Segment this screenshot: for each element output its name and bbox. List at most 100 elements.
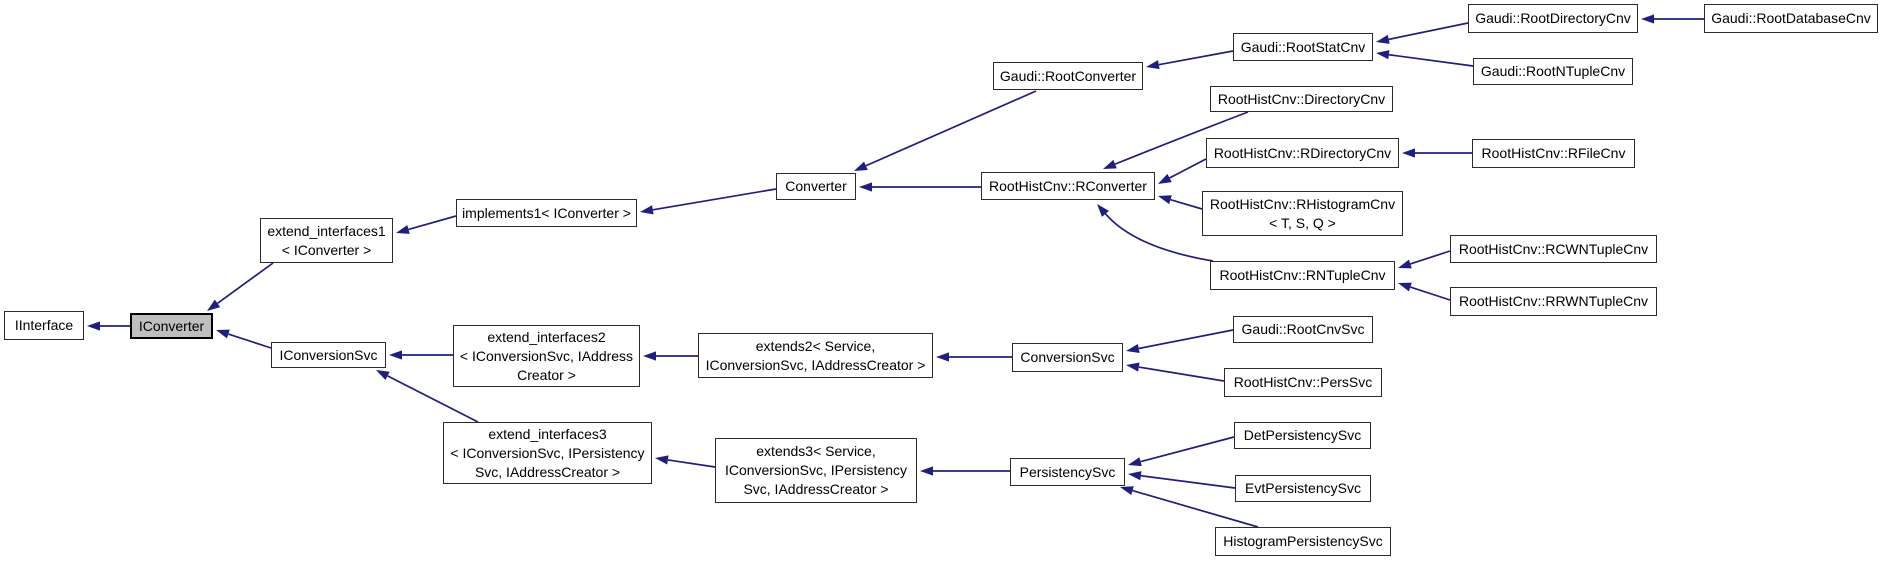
graph-node-label: RootHistCnv::RDirectoryCnv: [1213, 144, 1392, 161]
inheritance-edge-roothist-rrwntuplecnv-to-roothist-rntuplecnv: [1410, 286, 1451, 301]
graph-node-converter[interactable]: Converter: [776, 173, 856, 200]
inheritance-edge-gaudi-rootconverter-to-converter: [865, 90, 1037, 167]
graph-node-roothist-perssvc[interactable]: RootHistCnv::PersSvc: [1224, 368, 1382, 397]
graph-node-label: implements1< IConverter >: [462, 204, 631, 221]
graph-node-evtpersistencysvc[interactable]: EvtPersistencySvc: [1235, 475, 1371, 502]
graph-node-extends3[interactable]: extends3< Service, IConversionSvc, IPersi…: [715, 438, 917, 503]
graph-node-label: RootHistCnv::RConverter: [989, 177, 1147, 194]
graph-node-gaudi-rootcnvsvc[interactable]: Gaudi::RootCnvSvc: [1233, 316, 1373, 343]
arrowhead-icon: [1641, 14, 1654, 24]
graph-node-roothist-rdirectorycnv[interactable]: RootHistCnv::RDirectoryCnv: [1206, 138, 1399, 168]
graph-node-label: EvtPersistencySvc: [1245, 480, 1361, 496]
graph-node-label: IConverter: [138, 317, 205, 334]
arrowhead-icon: [1158, 173, 1172, 184]
graph-node-roothist-directorycnv[interactable]: RootHistCnv::DirectoryCnv: [1210, 86, 1393, 112]
graph-node-gaudi-rootdirectorycnv[interactable]: Gaudi::RootDirectoryCnv: [1468, 4, 1638, 33]
inheritance-edge-gaudi-rootcnvsvc-to-conversionsvc: [1138, 329, 1234, 350]
graph-node-histogrampersistencysvc[interactable]: HistogramPersistencySvc: [1215, 527, 1391, 556]
arrowhead-icon: [920, 466, 933, 476]
arrowhead-icon: [1158, 195, 1172, 205]
graph-node-label: Gaudi::RootDirectoryCnv: [1475, 10, 1631, 26]
arrowhead-icon: [1120, 486, 1134, 496]
arrowhead-icon: [1126, 343, 1140, 354]
graph-node-label: extend_interfaces2: [487, 328, 606, 345]
graph-node-roothist-rhistogramcnv[interactable]: RootHistCnv::RHistogramCnv< T, S, Q >: [1202, 191, 1403, 236]
arrowhead-icon: [87, 321, 100, 331]
graph-node-label: RootHistCnv::RCWNTupleCnv: [1458, 240, 1649, 257]
graph-node-label: Gaudi::RootDatabaseCnv: [1711, 10, 1871, 26]
graph-node-gaudi-rootntuplecnv[interactable]: Gaudi::RootNTupleCnv: [1473, 58, 1633, 85]
graph-node-extend-interfaces2[interactable]: extend_interfaces2< IConversionSvc, IAdd…: [453, 325, 640, 387]
graph-node-detpersistencysvc[interactable]: DetPersistencySvc: [1234, 422, 1371, 449]
inheritance-edge-converter-to-implements1: [652, 188, 777, 211]
graph-node-label: RootHistCnv::PersSvc: [1233, 374, 1373, 390]
graph-node-roothist-rrwntuplecnv[interactable]: RootHistCnv::RRWNTupleCnv: [1450, 287, 1657, 316]
graph-node-label: IInterface: [14, 317, 74, 333]
graph-node-label: Converter: [785, 178, 847, 194]
graph-node-label: RootHistCnv::RFileCnv: [1481, 145, 1626, 161]
graph-node-label: extends2< Service,: [755, 337, 876, 354]
arrowhead-icon: [643, 351, 656, 361]
arrowhead-icon: [655, 455, 669, 465]
inheritance-edge-roothist-rdirectorycnv-to-roothist-rconverter: [1169, 158, 1207, 179]
arrowhead-icon: [1376, 50, 1390, 60]
inheritance-edge-roothist-rntuplecnv-to-roothist-rconverter: [1104, 213, 1214, 262]
inheritance-edge-roothist-perssvc-to-conversionsvc: [1138, 366, 1225, 382]
arrowhead-icon: [376, 370, 390, 381]
graph-node-label: DetPersistencySvc: [1243, 427, 1362, 443]
graph-node-extend-interfaces3[interactable]: extend_interfaces3 < IConversionSvc, IPer…: [443, 422, 652, 484]
graph-node-extend-interfaces1[interactable]: extend_interfaces1< IConverter >: [260, 218, 393, 263]
inheritance-edge-extend-interfaces1-to-iconverter: [217, 262, 274, 305]
arrowhead-icon: [1097, 204, 1109, 217]
graph-node-roothist-rfilecnv[interactable]: RootHistCnv::RFileCnv: [1472, 139, 1635, 168]
graph-node-label: ConversionSvc: [1020, 349, 1115, 365]
inheritance-edge-roothist-rhistogramcnv-to-roothist-rconverter: [1170, 198, 1203, 210]
graph-node-gaudi-rootdatabasecnv[interactable]: Gaudi::RootDatabaseCnv: [1704, 4, 1878, 33]
graph-node-label: < IConverter >: [281, 241, 372, 258]
graph-node-implements1[interactable]: implements1< IConverter >: [456, 199, 637, 227]
graph-node-label: Gaudi::RootConverter: [999, 67, 1137, 84]
inheritance-edge-iconversionsvc-to-iconverter: [228, 333, 272, 349]
inheritance-edge-gaudi-rootdirectorycnv-to-gaudi-rootstatcnv: [1388, 22, 1469, 41]
graph-node-roothist-rntuplecnv[interactable]: RootHistCnv::RNTupleCnv: [1210, 261, 1395, 290]
arrowhead-icon: [640, 205, 654, 215]
graph-node-iconversionsvc[interactable]: IConversionSvc: [271, 342, 386, 368]
graph-node-gaudi-rootconverter[interactable]: Gaudi::RootConverter: [993, 62, 1143, 90]
arrowhead-icon: [859, 182, 872, 192]
graph-node-roothist-rcwntuplecnv[interactable]: RootHistCnv::RCWNTupleCnv: [1450, 235, 1657, 263]
graph-node-label: IConversionSvc, IPersistency: [724, 462, 908, 478]
graph-node-gaudi-rootstatcnv[interactable]: Gaudi::RootStatCnv: [1233, 33, 1373, 61]
arrowhead-icon: [389, 350, 402, 360]
graph-node-label: HistogramPersistencySvc: [1223, 533, 1383, 549]
arrowhead-icon: [216, 329, 230, 339]
graph-node-label: Gaudi::RootStatCnv: [1240, 38, 1366, 55]
graph-node-persistencysvc[interactable]: PersistencySvc: [1010, 458, 1125, 486]
graph-node-extends2[interactable]: extends2< Service, IConversionSvc, IAddre…: [698, 333, 933, 378]
graph-node-label: Svc, IAddressCreator >: [743, 481, 889, 497]
arrowhead-icon: [1376, 34, 1390, 44]
graph-node-label: < IConversionSvc, IPersistency: [450, 444, 645, 461]
arrowhead-icon: [936, 352, 949, 362]
graph-node-conversionsvc[interactable]: ConversionSvc: [1012, 343, 1123, 372]
graph-node-label: Creator >: [517, 366, 576, 383]
graph-node-label: RootHistCnv::RNTupleCnv: [1219, 267, 1386, 283]
arrowhead-icon: [1146, 60, 1160, 70]
arrowhead-icon: [1128, 471, 1142, 481]
graph-node-label: extend_interfaces3: [488, 425, 607, 442]
graph-node-label: extends3< Service,: [756, 443, 876, 459]
graph-node-label: IConversionSvc, IAddressCreator >: [705, 356, 926, 373]
inheritance-edge-gaudi-rootntuplecnv-to-gaudi-rootstatcnv: [1388, 53, 1474, 67]
graph-node-label: Gaudi::RootCnvSvc: [1241, 321, 1365, 337]
inheritance-edge-extends3-to-extend-interfaces3: [667, 459, 716, 468]
graph-node-roothist-rconverter[interactable]: RootHistCnv::RConverter: [981, 172, 1155, 200]
inheritance-edge-roothist-rcwntuplecnv-to-roothist-rntuplecnv: [1410, 250, 1451, 265]
graph-node-iinterface[interactable]: IInterface: [4, 311, 84, 340]
arrowhead-icon: [854, 161, 868, 171]
inheritance-edge-extend-interfaces3-to-iconversionsvc: [387, 375, 479, 423]
arrowhead-icon: [396, 225, 410, 234]
arrowhead-icon: [1103, 159, 1117, 169]
arrowhead-icon: [1398, 259, 1412, 269]
arrowhead-icon: [1398, 282, 1412, 292]
